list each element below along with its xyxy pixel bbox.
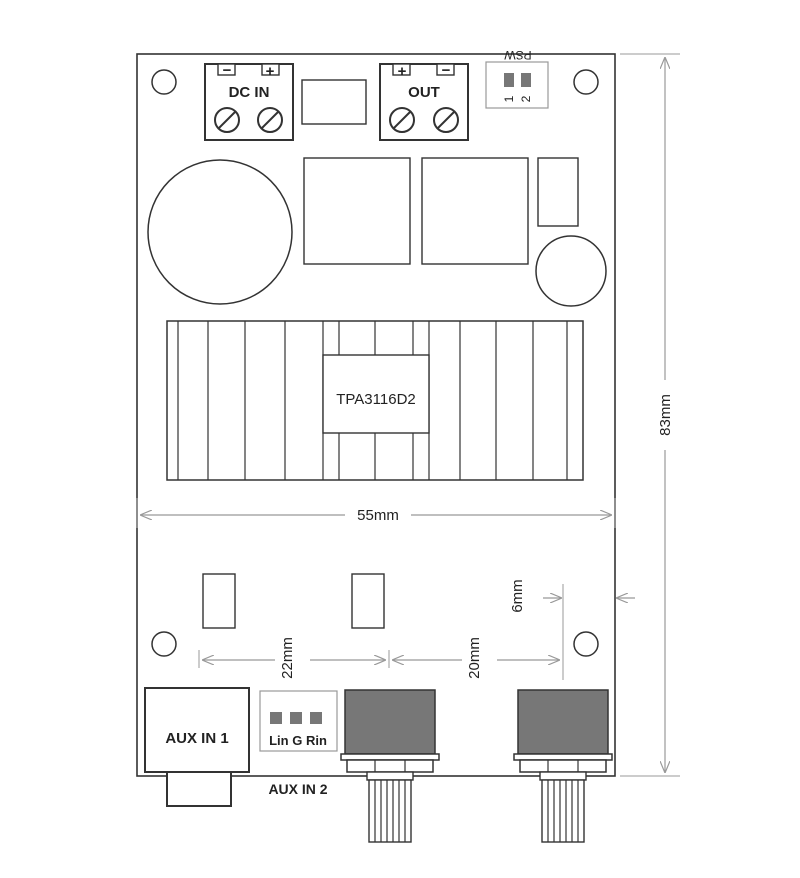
jack-to-pot-dimension: 22mm — [198, 637, 390, 679]
header-pin-g — [290, 712, 302, 724]
potentiometer-right — [513, 689, 613, 843]
width-dimension: 55mm — [136, 498, 616, 528]
small-component-lower-mid — [351, 573, 385, 629]
psw-pin-1-label: 1 — [502, 95, 516, 102]
pot-nut — [346, 759, 434, 773]
out-plus-sign: + — [398, 63, 407, 80]
out-minus-sign: − — [442, 62, 451, 79]
inductor-right — [421, 157, 529, 265]
aux-in-2-header: Lin G Rin AUX IN 2 — [259, 690, 338, 797]
mounting-hole-bottom-left — [151, 631, 177, 657]
mounting-hole-top-right — [573, 69, 599, 95]
jack-to-pot-dimension-label: 22mm — [279, 637, 296, 679]
height-dimension: 83mm — [620, 53, 680, 777]
out-label: OUT — [408, 84, 440, 101]
dc-in-plus-sign: + — [266, 63, 275, 80]
psw-dip-switch: PSW 1 2 — [485, 48, 549, 109]
psw-pin-2-label: 2 — [519, 95, 533, 102]
pot-spacing-dimension-label: 20mm — [466, 637, 483, 679]
pot-shaft — [541, 779, 585, 843]
header-pin-lin — [270, 712, 282, 724]
psw-pin-2 — [521, 73, 531, 87]
small-component-lower-left — [202, 573, 236, 629]
pot-flange — [340, 753, 440, 761]
inductor-left — [303, 157, 411, 265]
psw-pin-1 — [504, 73, 514, 87]
mounting-hole-top-left — [151, 69, 177, 95]
pot-shaft — [368, 779, 412, 843]
aux-in-1-jack: AUX IN 1 — [144, 687, 250, 807]
chip-label: TPA3116D2 — [336, 391, 416, 408]
header-pin-rin — [310, 712, 322, 724]
pot-offset-dimension: 6mm — [509, 579, 635, 680]
pot-body — [517, 689, 609, 755]
pot-flange — [513, 753, 613, 761]
aux-in-1-label: AUX IN 1 — [165, 730, 228, 747]
mounting-holes — [151, 69, 599, 657]
chip-body — [322, 354, 430, 434]
potentiometer-left — [340, 689, 440, 843]
pot-collar — [366, 771, 414, 781]
width-dimension-label: 55mm — [357, 507, 399, 524]
dc-in-label: DC IN — [229, 84, 270, 101]
large-capacitor — [147, 159, 293, 305]
pot-offset-dimension-label: 6mm — [509, 579, 526, 612]
pot-collar — [539, 771, 587, 781]
dc-in-terminal: − + DC IN — [204, 62, 294, 141]
aux-in-2-label: AUX IN 2 — [268, 781, 327, 797]
pot-body — [344, 689, 436, 755]
dc-in-minus-sign: − — [223, 62, 232, 79]
small-capacitor — [535, 235, 607, 307]
out-terminal: + − OUT — [379, 62, 469, 141]
small-component-right — [537, 157, 579, 227]
pot-nut — [519, 759, 607, 773]
psw-label: PSW — [504, 48, 532, 62]
height-dimension-label: 83mm — [657, 394, 674, 436]
header-pins-label: Lin G Rin — [269, 733, 327, 748]
pot-spacing-dimension: 20mm — [393, 637, 559, 679]
mounting-hole-bottom-right — [573, 631, 599, 657]
small-component-top — [301, 79, 367, 125]
